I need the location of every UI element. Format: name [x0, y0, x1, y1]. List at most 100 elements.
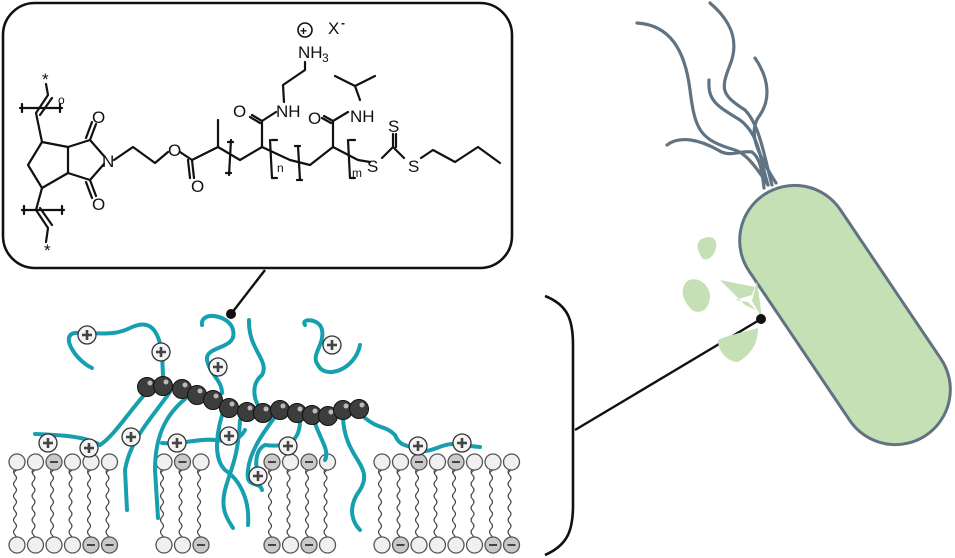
lipid-tail: [452, 468, 459, 542]
lipid-head: [428, 536, 447, 554]
atom-ester-carbonyl-o: O: [191, 177, 204, 196]
lipid-tail: [323, 468, 330, 542]
bead-highlight: [328, 409, 334, 415]
lipid-tail: [268, 468, 275, 542]
backbone-bead: [270, 400, 290, 420]
structure-callout-box: [1, 1, 514, 270]
atom-amide1-nh: NH: [276, 102, 301, 121]
lipid-head: [8, 536, 26, 554]
bead-highlight: [213, 393, 219, 399]
lipid-head: [410, 536, 428, 554]
lipid-head: [173, 536, 192, 554]
lipid-head: [26, 536, 45, 554]
lipid-tail: [286, 468, 293, 542]
lipid-tail: [396, 468, 403, 542]
lipid-head: [465, 536, 484, 554]
bead-highlight: [147, 380, 153, 386]
bacterium-anchor-dot: [756, 314, 766, 324]
lipid-tail: [13, 468, 20, 542]
atom-ester-o: O: [168, 141, 181, 160]
lipid-head: [428, 453, 447, 471]
positive-charges: [38, 325, 472, 486]
lipid-tail: [378, 468, 385, 542]
flagella: [635, 1, 778, 190]
atom-subscript-o: o: [58, 93, 65, 107]
lipid-head: [281, 536, 300, 554]
atom-amide2-nh: NH: [350, 107, 375, 126]
lipid-tail: [50, 468, 57, 542]
atom-counterion: X: [328, 19, 339, 38]
bead-highlight: [229, 401, 235, 407]
lipid-tail: [160, 468, 167, 542]
lipid-head: [465, 453, 484, 471]
lipid-head: [100, 453, 119, 471]
lipid-tail: [197, 468, 204, 542]
chemical-structure-labels: * o * O O N O O O NH NH 3 + X - n O NH m…: [42, 16, 419, 260]
backbone-bead: [219, 398, 239, 418]
lipid-tail: [68, 468, 75, 542]
atom-imide-n: N: [102, 152, 114, 171]
backbone-bead: [349, 399, 369, 419]
lipid-head: [318, 536, 337, 554]
lipid-head: [484, 453, 502, 471]
bead-highlight: [359, 402, 365, 408]
bead-highlight: [197, 388, 203, 394]
atom-sulfur-thione: S: [388, 117, 399, 136]
membrane-bracket: [544, 294, 575, 557]
bead-highlight: [182, 382, 188, 388]
callout-anchor-dot: [226, 309, 236, 319]
bead-highlight: [280, 403, 286, 409]
lipid-head: [447, 536, 465, 554]
repeat-subscript-n: n: [277, 161, 284, 175]
lipid-head: [63, 453, 82, 471]
lipid-bilayer: [8, 453, 521, 554]
positive-charge-circle-icon: [297, 22, 313, 38]
chemical-structure-bonds: [18, 60, 502, 244]
lipid-head: [373, 536, 391, 554]
atom-charge-plus: +: [300, 24, 307, 38]
atom-ammonium-subscript: 3: [322, 51, 329, 65]
lipid-tail: [489, 468, 496, 542]
atom-star-bottom: *: [44, 241, 51, 260]
lipid-head: [391, 453, 410, 471]
lipid-head: [63, 536, 82, 554]
bead-highlight: [297, 406, 303, 412]
bead-highlight: [263, 406, 269, 412]
bead-highlight: [312, 408, 318, 414]
leaked-cytoplasm-fragments: [682, 237, 758, 362]
lipid-head: [192, 453, 210, 471]
atom-amide2-o: O: [308, 109, 321, 128]
lipid-tail: [433, 468, 440, 542]
lipid-head: [502, 453, 521, 471]
atom-amide1-o: O: [233, 102, 246, 121]
bead-highlight: [247, 405, 253, 411]
callout-connector-line: [230, 269, 266, 315]
lipid-tail: [31, 468, 38, 542]
repeat-subscript-m: m: [352, 166, 362, 180]
lipid-tail: [470, 468, 477, 542]
lipid-head: [155, 536, 173, 554]
lipid-head: [45, 536, 63, 554]
membrane-rupture: [752, 281, 762, 318]
atom-sulfur-2: S: [408, 157, 419, 176]
lipid-tail: [105, 468, 112, 542]
lipid-tail: [415, 468, 422, 542]
bead-highlight: [163, 379, 169, 385]
backbone-bead: [253, 403, 273, 423]
bead-highlight: [343, 403, 349, 409]
atom-counterion-charge: -: [341, 16, 345, 30]
lipid-head: [155, 453, 173, 471]
lipid-tail: [305, 468, 312, 542]
backbone-bead: [153, 376, 173, 396]
lipid-tail: [87, 468, 94, 542]
polymer-backbone: [137, 376, 369, 426]
lipid-head: [8, 453, 26, 471]
atom-ammonium: NH: [298, 43, 323, 62]
lipid-tail: [178, 468, 185, 542]
atom-star-top: *: [42, 70, 49, 89]
lipid-head: [281, 453, 300, 471]
bacterium-cell: [738, 183, 952, 447]
lipid-tail: [507, 468, 514, 542]
cationic-side-chains: [33, 314, 482, 532]
